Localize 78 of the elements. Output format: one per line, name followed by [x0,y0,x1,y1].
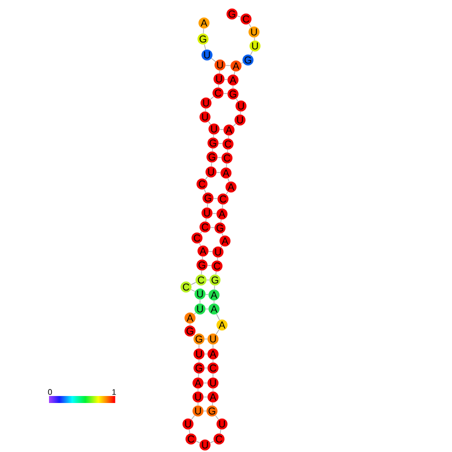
connector-line [208,121,211,125]
connector-line [190,282,196,285]
connector-line [204,338,208,340]
connector-line [213,198,218,199]
connector-line [212,373,214,378]
connector-line [236,98,238,102]
connector-line [194,312,196,314]
connector-line [210,96,214,100]
connector-line [212,213,217,214]
connector-line [250,50,253,56]
connector-line [219,70,220,74]
connector-line [216,314,220,320]
connector-line [196,441,200,443]
connector-line [224,79,228,80]
connector-line [212,402,213,406]
connector-line [213,134,214,138]
connector-line [212,148,213,152]
connector-line [198,359,200,363]
connector-line [237,16,241,18]
connector-line [232,85,234,89]
connector-line [204,188,206,193]
connector-line [208,251,213,252]
connector-line [205,294,209,295]
connector-line [216,172,221,173]
connector-line [190,289,196,292]
connector-line [212,388,214,392]
connector-line [217,257,218,261]
connector-line [254,37,255,41]
connector-line [222,204,223,209]
connector-line [222,233,224,236]
connector-line [207,203,208,208]
connector-line [188,429,190,434]
connector-line [227,149,228,153]
connector-line [203,410,207,412]
connector-line [211,162,212,167]
connector-line [207,265,212,266]
connector-line [205,176,208,180]
connector-line [212,359,214,363]
connector-line [205,308,209,310]
connector-line [223,93,228,94]
connector-line [203,396,208,398]
connector-line [214,285,215,290]
connector-line [218,143,223,144]
connector-line [198,373,199,378]
connector-line [240,62,244,64]
connector-line [191,415,195,420]
connector-line [248,24,252,28]
connector-line [211,58,216,62]
connector-line [220,429,222,434]
connector-line [240,111,241,115]
connector-line [232,124,236,126]
connector-line [202,256,203,260]
connector-line [212,344,214,349]
connector-line [215,415,219,420]
connector-line [203,382,208,384]
connector-line [198,344,200,349]
scale-label: 1 [112,389,116,395]
connector-line [199,242,201,246]
connector-line [200,231,202,234]
connector-line [210,227,215,228]
connector-line [201,270,202,275]
connector-line [218,84,219,88]
connector-line [205,108,206,112]
connector-line [226,163,227,168]
connector-line [220,219,222,223]
connector-line [226,191,228,194]
connector-line [219,129,224,130]
connector-line [234,71,236,75]
connector-line [220,246,222,248]
connector-line [217,157,222,158]
connector-line [216,330,220,334]
connector-line [225,65,231,66]
connector-line [228,135,229,139]
connector-line [203,28,204,34]
scale-label: 0 [48,389,52,395]
connector-line [210,441,214,443]
connector-line [228,178,230,182]
connector-line [204,44,206,50]
